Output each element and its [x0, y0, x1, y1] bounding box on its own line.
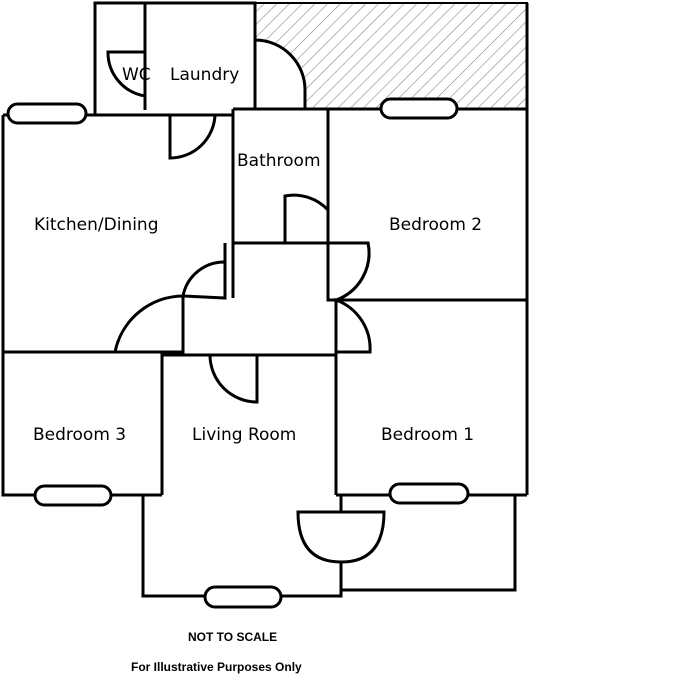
disclaimer-note: For Illustrative Purposes Only	[131, 660, 302, 674]
bedroom-2-window	[379, 97, 459, 120]
scale-note: NOT TO SCALE	[188, 630, 277, 644]
bedroom-2-door	[326, 241, 371, 302]
living-room-window	[203, 585, 283, 609]
bedroom-1-label: Bedroom 1	[381, 425, 474, 445]
bedroom-1-window	[388, 482, 470, 505]
wc-door	[106, 50, 147, 98]
bathroom-walls	[231, 107, 527, 245]
living-room-bay	[296, 510, 386, 564]
bedroom-1-door	[334, 297, 372, 354]
bathroom-door	[283, 193, 330, 245]
bedroom-2-label: Bedroom 2	[389, 215, 482, 235]
laundry-label: Laundry	[170, 65, 239, 85]
kitchen-dining-label: Kitchen/Dining	[34, 215, 159, 235]
kitchen-laundry-door	[168, 114, 217, 160]
bathroom-label: Bathroom	[237, 151, 321, 171]
wc-label: WC	[122, 65, 151, 85]
living-room-label: Living Room	[192, 425, 296, 445]
hall-door-2	[181, 260, 227, 300]
kitchen-window	[6, 102, 88, 125]
living-room-door	[208, 353, 259, 404]
kitchen-hall-door	[113, 294, 185, 354]
laundry-door	[253, 38, 307, 111]
bedroom-3-window	[33, 484, 113, 507]
bedroom-3-label: Bedroom 3	[33, 425, 126, 445]
